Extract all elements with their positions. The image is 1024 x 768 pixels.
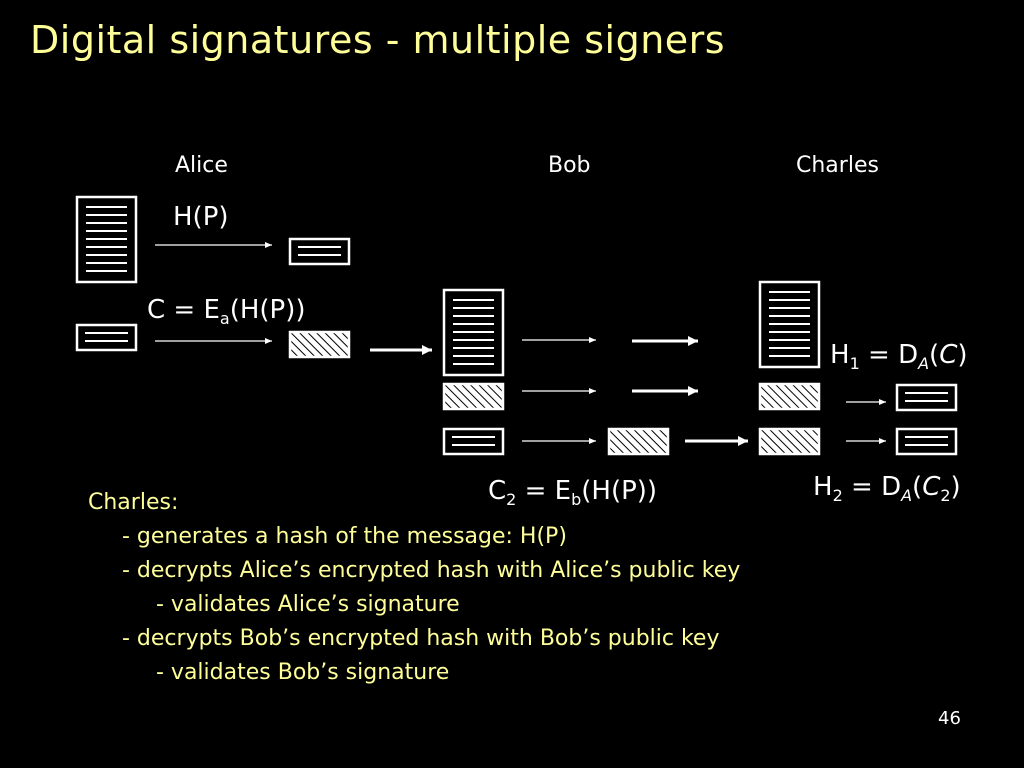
formula-subscript: b (571, 490, 582, 509)
formula-subscript: A (918, 354, 930, 373)
formula-text: H (830, 340, 850, 370)
formula-text: H (813, 472, 833, 502)
charles-h2-icon (895, 427, 958, 456)
alice-encrypted-hash-icon (288, 330, 351, 359)
bob-document-icon (442, 288, 505, 377)
h1-formula: H1 = DA(C) (830, 340, 968, 373)
formula-text: C (922, 472, 941, 502)
formula-text: = D (859, 340, 919, 370)
charles-notes: Charles: - generates a hash of the messa… (88, 486, 740, 690)
alice-hash-icon (288, 237, 351, 266)
formula-subscript: 2 (832, 486, 843, 505)
alice-plain-hash-icon (75, 323, 138, 352)
page-number: 46 (938, 708, 961, 729)
bob-signature-formula: C2 = Eb(H(P)) (488, 476, 657, 509)
charles-h1-icon (895, 383, 958, 412)
formula-subscript: 2 (940, 486, 951, 505)
formula-text: (H(P)) (229, 295, 306, 325)
hash-label: H(P) (173, 202, 229, 232)
charles-document-icon (758, 280, 821, 369)
formula-text: C (939, 340, 958, 370)
formula-text: C (488, 476, 507, 506)
party-label-charles: Charles (796, 153, 879, 178)
alice-document-icon (75, 195, 138, 284)
notes-heading: Charles: (88, 490, 179, 515)
bob-encrypted-hash-icon (607, 427, 670, 456)
formula-text: ) (950, 472, 961, 502)
party-label-bob: Bob (548, 153, 591, 178)
party-label-alice: Alice (175, 153, 228, 178)
formula-text: C = E (147, 295, 220, 325)
formula-subscript: a (219, 309, 230, 328)
charles-alice-signature-icon (758, 382, 821, 411)
h2-formula: H2 = DA(C2) (813, 472, 961, 505)
charles-bob-signature-icon (758, 427, 821, 456)
notes-subline: - validates Alice’s signature (156, 592, 460, 617)
bob-received-signature-icon (442, 382, 505, 411)
formula-text: = E (516, 476, 572, 506)
slide-title: Digital signatures - multiple signers (30, 18, 726, 62)
formula-subscript: 1 (849, 354, 860, 373)
notes-line: - decrypts Bob’s encrypted hash with Bob… (122, 626, 720, 651)
formula-subscript: A (901, 486, 913, 505)
formula-text: (H(P)) (581, 476, 658, 506)
bob-plain-hash-icon (442, 427, 505, 456)
notes-subline: - validates Bob’s signature (156, 660, 450, 685)
formula-subscript: 2 (506, 490, 517, 509)
formula-text: ) (957, 340, 968, 370)
formula-text: = D (842, 472, 902, 502)
formula-text: ( (929, 340, 940, 370)
formula-text: ( (912, 472, 923, 502)
notes-line: - generates a hash of the message: H(P) (122, 524, 567, 549)
alice-signature-formula: C = Ea(H(P)) (147, 295, 306, 328)
notes-line: - decrypts Alice’s encrypted hash with A… (122, 558, 741, 583)
